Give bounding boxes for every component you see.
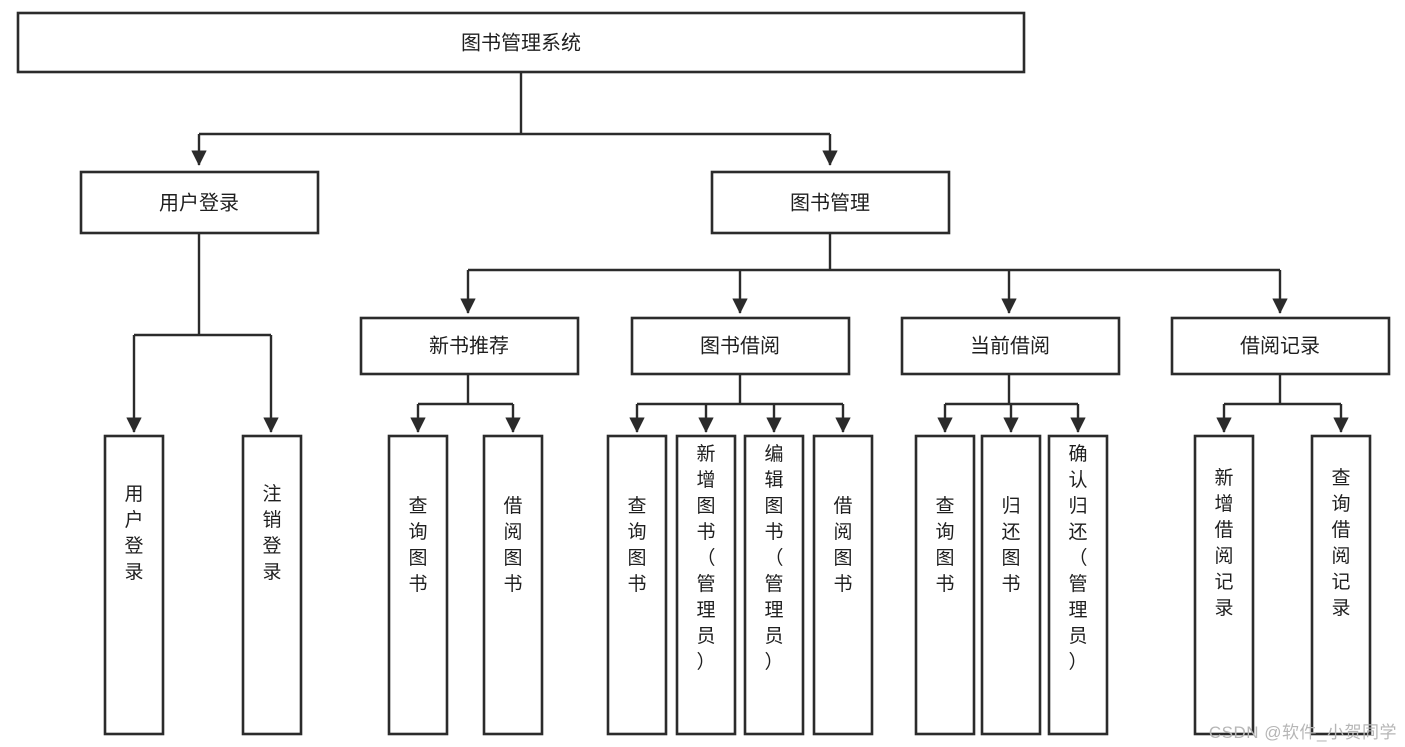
node-leaf-edit-book-label: 编辑图书（管理员）: [764, 443, 783, 673]
csdn-watermark: CSDN @软件_小贺同学: [1208, 723, 1397, 742]
node-leaf-logout-login[interactable]: 注销登录: [241, 434, 303, 736]
node-book-borrow-label: 图书借阅: [700, 334, 780, 357]
node-leaf-add-record-label: 新增借阅记录: [1214, 467, 1233, 619]
node-book-manage[interactable]: 图书管理: [710, 170, 951, 235]
node-root[interactable]: 图书管理系统: [16, 11, 1026, 74]
node-borrow-record[interactable]: 借阅记录: [1170, 316, 1391, 376]
node-book-manage-label: 图书管理: [790, 191, 870, 214]
node-new-book-recommend-label: 新书推荐: [429, 334, 509, 357]
node-leaf-logout-login-label: 注销登录: [262, 483, 281, 583]
edge-layer: [126, 72, 1349, 433]
node-new-book-recommend[interactable]: 新书推荐: [359, 316, 580, 376]
node-leaf-edit-book[interactable]: 编辑图书（管理员）: [743, 434, 805, 736]
node-leaf-add-book[interactable]: 新增图书（管理员）: [675, 434, 737, 736]
node-book-borrow[interactable]: 图书借阅: [630, 316, 851, 376]
node-user-login[interactable]: 用户登录: [79, 170, 320, 235]
node-leaf-confirm-return-label: 确认归还（管理员）: [1068, 443, 1087, 673]
node-leaf-confirm-return[interactable]: 确认归还（管理员）: [1047, 434, 1109, 736]
node-leaf-user-login-label: 用户登录: [124, 484, 143, 583]
node-leaf-query-record-label: 查询借阅记录: [1331, 467, 1350, 619]
node-leaf-query-book-2-label: 查询图书: [627, 495, 646, 595]
node-leaf-query-book-3-label: 查询图书: [935, 495, 954, 595]
node-leaf-return-book-label: 归还图书: [1001, 495, 1020, 595]
node-user-login-label: 用户登录: [159, 191, 239, 214]
node-root-label: 图书管理系统: [461, 31, 581, 54]
node-leaf-return-book[interactable]: 归还图书: [980, 434, 1042, 736]
node-leaf-borrow-book-1-label: 借阅图书: [503, 495, 522, 595]
node-leaf-query-book-2[interactable]: 查询图书: [606, 434, 668, 736]
node-leaf-borrow-book-2-label: 借阅图书: [833, 495, 852, 595]
node-leaf-borrow-book-1[interactable]: 借阅图书: [482, 434, 544, 736]
node-current-borrow[interactable]: 当前借阅: [900, 316, 1121, 376]
node-leaf-borrow-book-2[interactable]: 借阅图书: [812, 434, 874, 736]
node-leaf-add-book-label: 新增图书（管理员）: [696, 443, 715, 673]
node-leaf-query-book-1[interactable]: 查询图书: [387, 434, 449, 736]
node-leaf-add-record[interactable]: 新增借阅记录: [1193, 434, 1255, 736]
node-leaf-user-login[interactable]: 用户登录: [103, 434, 165, 736]
node-leaf-query-book-1-label: 查询图书: [408, 495, 427, 595]
node-current-borrow-label: 当前借阅: [970, 334, 1050, 357]
node-borrow-record-label: 借阅记录: [1240, 334, 1320, 357]
node-leaf-query-book-3[interactable]: 查询图书: [914, 434, 976, 736]
node-leaf-query-record[interactable]: 查询借阅记录: [1310, 434, 1372, 736]
